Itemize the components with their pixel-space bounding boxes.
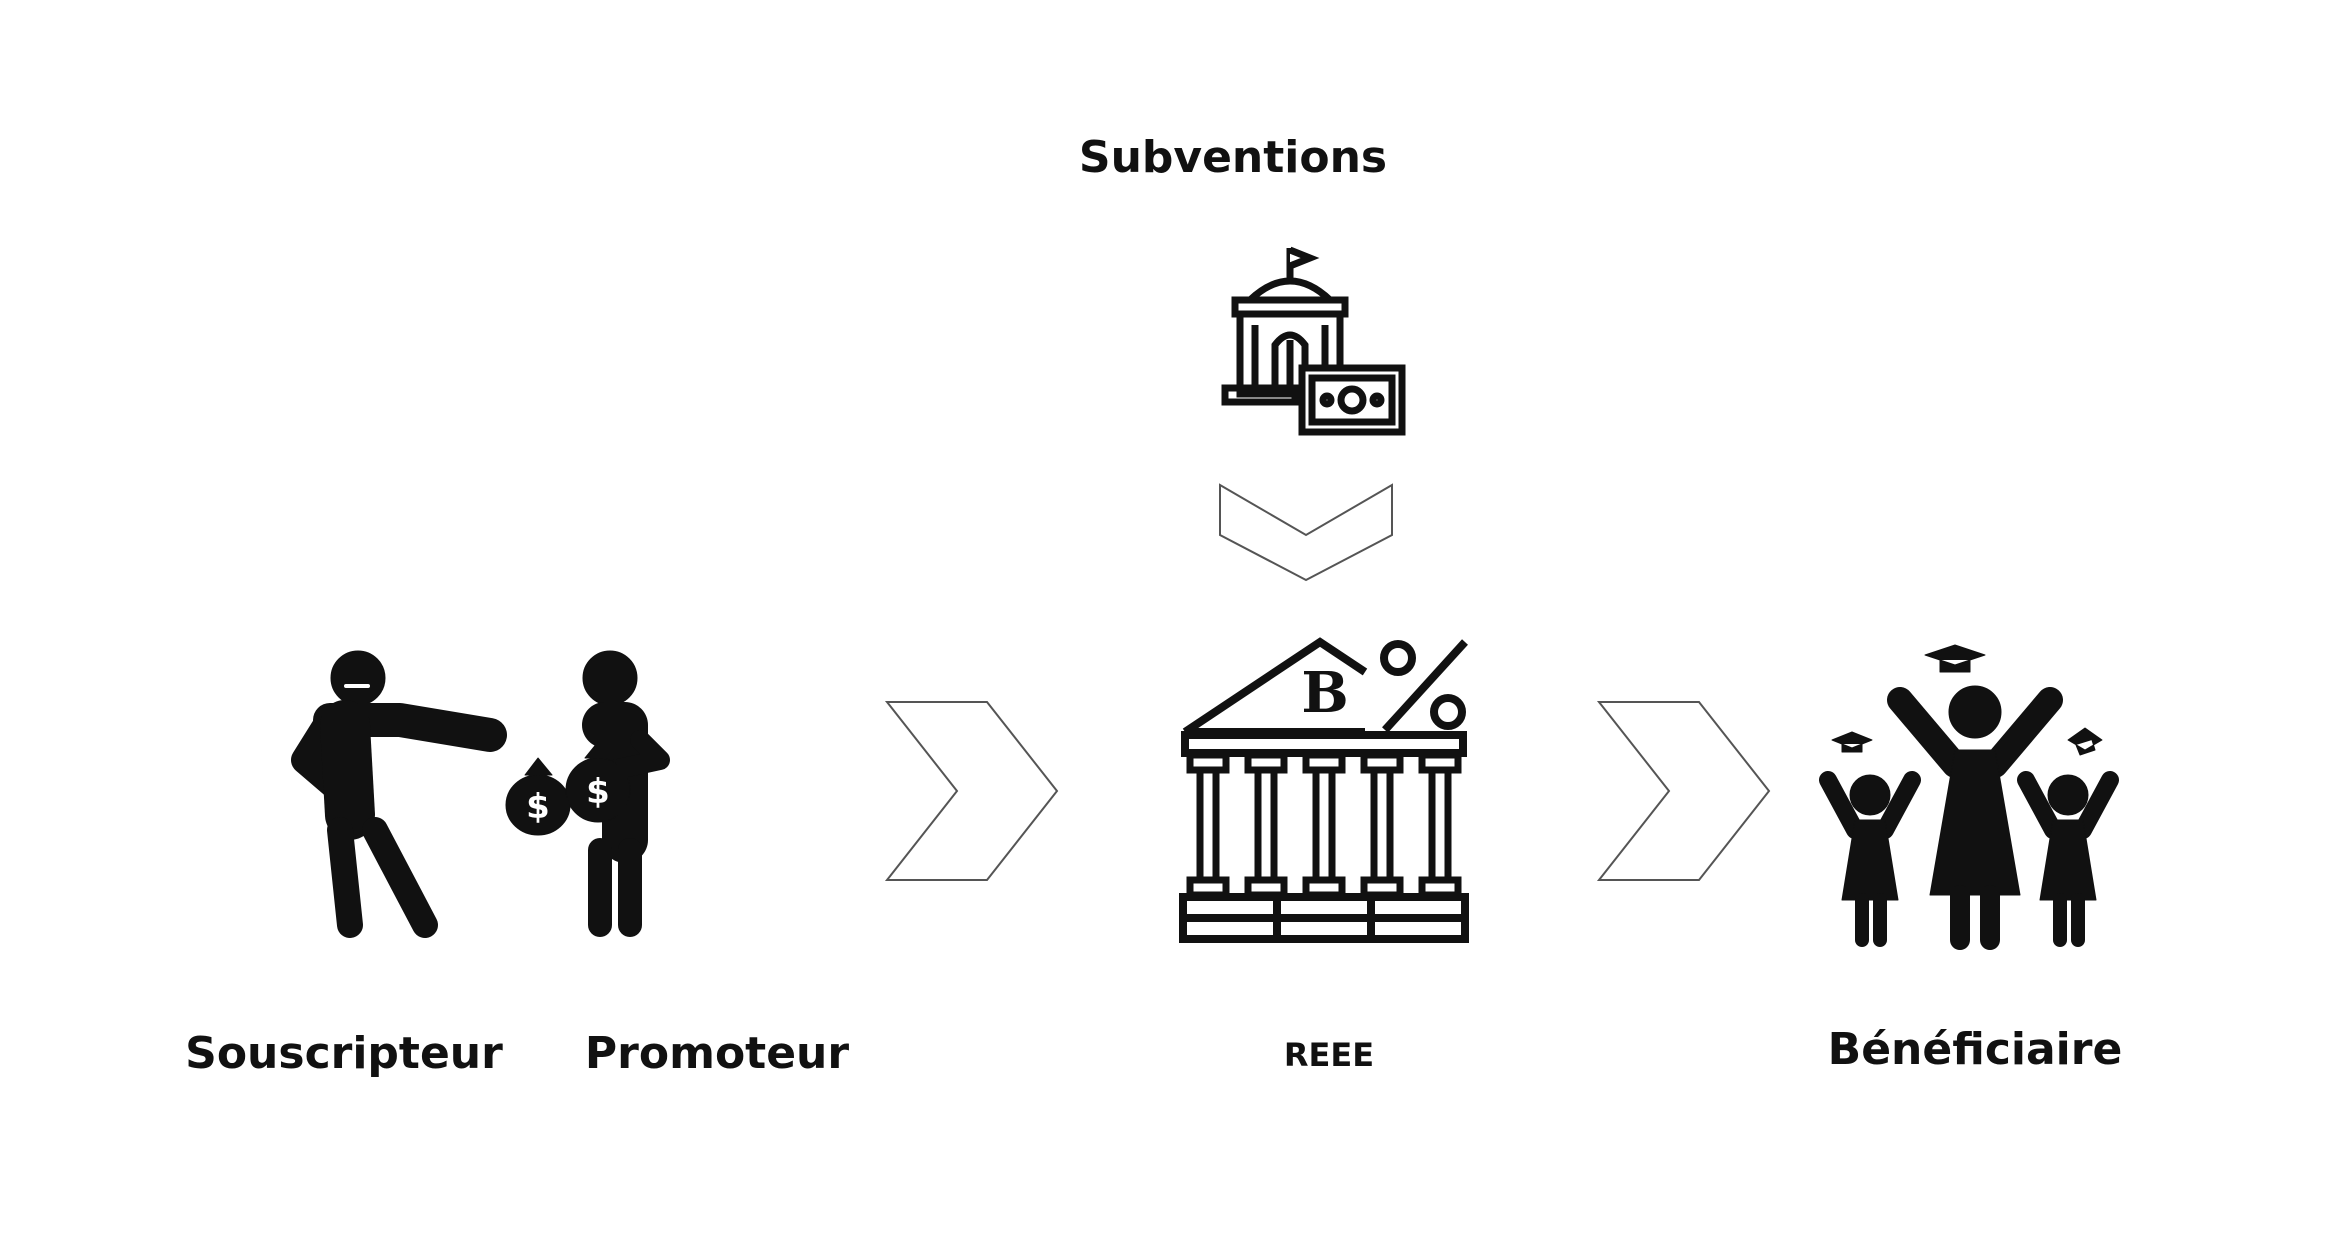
bank-percent-icon: B	[1179, 637, 1469, 943]
svg-text:B: B	[1301, 660, 1348, 726]
reee-label: REEE	[1284, 1036, 1374, 1074]
souscripteur-label: Souscripteur	[185, 1028, 503, 1079]
graduation-family-icon	[1819, 644, 2119, 950]
svg-text:$: $	[526, 787, 550, 827]
svg-text:$: $	[586, 772, 610, 812]
subventions-label: Subventions	[1079, 132, 1387, 183]
right-chevron-arrow-1	[884, 701, 1059, 881]
government-money-icon	[1221, 246, 1406, 436]
right-chevron-arrow-2	[1596, 701, 1771, 881]
promoteur-label: Promoteur	[585, 1028, 849, 1079]
down-chevron-arrow	[1219, 483, 1393, 582]
money-exchange-people-icon: $ $	[291, 650, 670, 938]
beneficiaire-label: Bénéficiaire	[1828, 1024, 2123, 1075]
